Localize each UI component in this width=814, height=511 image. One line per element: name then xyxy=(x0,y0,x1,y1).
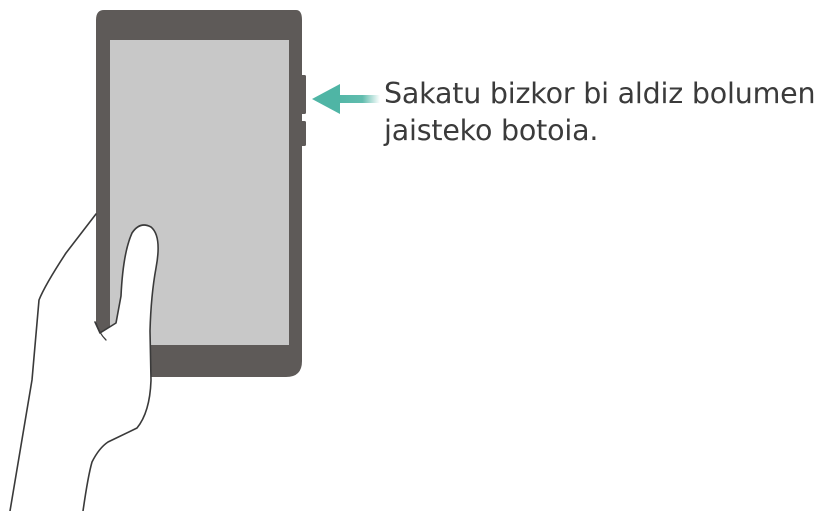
volume-up-button xyxy=(300,75,306,114)
instruction-text: Sakatu bizkor bi aldiz bolumena jaisteko… xyxy=(384,75,809,149)
instruction-line-1: Sakatu bizkor bi aldiz bolumena xyxy=(384,75,809,112)
arrow-head xyxy=(312,84,340,114)
instruction-line-2: jaisteko botoia. xyxy=(384,112,809,149)
hand-icon xyxy=(10,213,158,511)
arrow-left-icon xyxy=(312,84,380,114)
volume-down-button xyxy=(300,121,306,146)
